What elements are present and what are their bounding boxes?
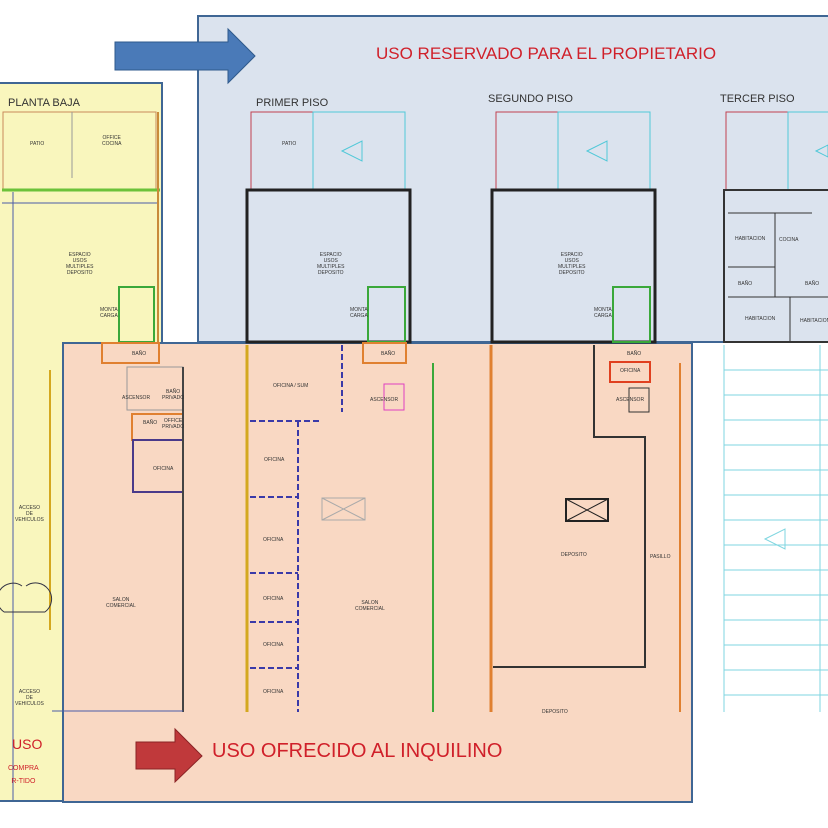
- second-floor-plan: [490, 111, 657, 344]
- room-label: COCINA: [779, 237, 799, 243]
- room-label: HABITACION: [745, 316, 776, 322]
- room-label: OFICINA: [263, 537, 284, 543]
- owner-use-panel: [197, 15, 828, 343]
- room-label: OFFICE COCINA: [102, 135, 122, 147]
- floor-label-second: SEGUNDO PISO: [488, 93, 573, 105]
- room-label: ESPACIO USOS MULTIPLES DEPOSITO: [317, 252, 345, 276]
- tenant-arrow-icon: [135, 727, 203, 784]
- floor-label-first: PRIMER PISO: [256, 97, 329, 109]
- shared-use-subheading: COMPRA R-TIDO: [8, 765, 39, 785]
- room-label: BAÑO: [143, 420, 158, 426]
- room-label: BAÑO: [627, 351, 642, 357]
- room-label: ESPACIO USOS MULTIPLES DEPOSITO: [66, 252, 94, 276]
- room-label: ASCENSOR: [616, 397, 645, 403]
- shared-use-heading: USO: [12, 736, 43, 752]
- third-floor-plan: [723, 111, 828, 712]
- room-label: MONTA CARGA: [594, 307, 612, 319]
- room-label: ESPACIO USOS MULTIPLES DEPOSITO: [558, 252, 586, 276]
- room-label: OFFICE PRIVADO: [162, 418, 185, 430]
- room-label: ASCENSOR: [122, 395, 151, 401]
- room-label: PASILLO: [650, 554, 671, 560]
- floor-label-third: TERCER PISO: [720, 93, 795, 105]
- room-label: BAÑO: [381, 351, 396, 357]
- room-label: DEPOSITO: [542, 709, 568, 715]
- second-lower-plan: [489, 345, 681, 712]
- room-label: HABITACION: [800, 318, 828, 324]
- room-label: OFICINA: [264, 457, 285, 463]
- room-label: ASCENSOR: [370, 397, 399, 403]
- room-label: SALON COMERCIAL: [106, 597, 136, 609]
- first-lower-plan: [245, 342, 434, 712]
- owner-arrow-icon: [114, 27, 256, 85]
- room-label: OFICINA: [263, 596, 284, 602]
- room-label: OFICINA / SUM: [273, 383, 309, 389]
- room-label: OFICINA: [263, 689, 284, 695]
- room-label: BAÑO: [738, 281, 753, 287]
- room-label: MONTA CARGA: [350, 307, 368, 319]
- floor-label-ground: PLANTA BAJA: [8, 97, 80, 109]
- room-label: PATIO: [30, 141, 45, 147]
- room-label: SALON COMERCIAL: [355, 600, 385, 612]
- room-label: OFICINA: [263, 642, 284, 648]
- room-label: MONTA CARGA: [100, 307, 118, 319]
- room-label: BAÑO PRIVADO: [162, 389, 185, 401]
- room-label: PATIO: [282, 141, 297, 147]
- room-label: ACCESO DE VEHICULOS: [15, 689, 44, 707]
- ground-floor-plan: [0, 111, 160, 800]
- room-label: OFICINA: [620, 368, 641, 374]
- room-label: BAÑO: [132, 351, 147, 357]
- room-label: HABITACION: [735, 236, 766, 242]
- room-label: OFICINA: [153, 466, 174, 472]
- room-label: ACCESO DE VEHICULOS: [15, 505, 44, 523]
- room-label: DEPOSITO: [561, 552, 587, 558]
- first-floor-plan: [245, 111, 412, 344]
- tenant-use-heading: USO OFRECIDO AL INQUILINO: [212, 740, 503, 762]
- owner-use-heading: USO RESERVADO PARA EL PROPIETARIO: [376, 44, 717, 63]
- ground-lower-plan: [52, 342, 184, 712]
- room-label: BAÑO: [805, 281, 820, 287]
